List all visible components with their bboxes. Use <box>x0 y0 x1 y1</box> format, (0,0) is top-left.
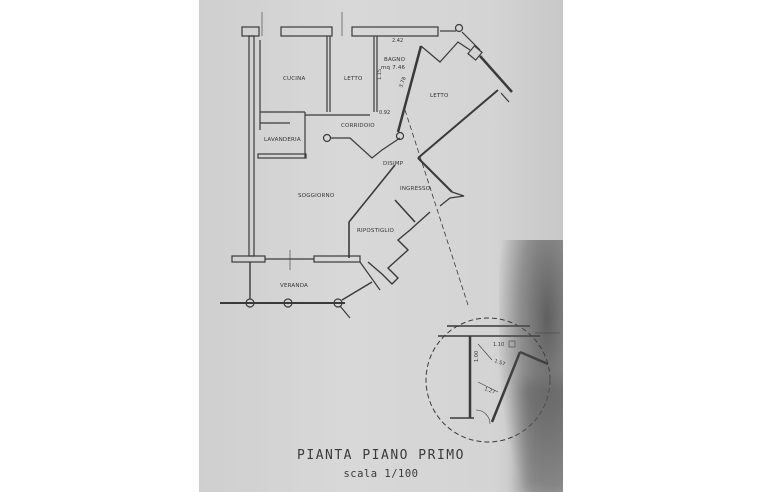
plan-title: PIANTA PIANO PRIMO <box>297 448 465 463</box>
dimension-label: 1.00 <box>474 351 480 362</box>
room-label-bagno: BAGNO <box>384 57 406 63</box>
room-label-letto-2: LETTO <box>430 93 449 99</box>
room-label-letto: LETTO <box>344 76 363 82</box>
wall-segment <box>241 26 260 37</box>
room-label-lavanderia: LAVANDERIA <box>264 137 301 143</box>
bagno-area: mq 7.46 <box>381 65 406 71</box>
floor-plan-sheet: CUCINA LETTO BAGNO mq 7.46 LETTO CORRIDO… <box>199 0 563 492</box>
room-label-soggiorno: SOGGIORNO <box>298 193 335 199</box>
plan-scale: scala 1/100 <box>343 468 419 480</box>
room-label-ripostiglio: RIPOSTIGLIO <box>357 228 395 234</box>
dimension-label: 1.10 <box>493 342 504 348</box>
room-label-cucina: CUCINA <box>283 76 305 82</box>
photo-shadow <box>519 380 563 492</box>
room-label-veranda: VERANDA <box>280 283 308 289</box>
room-label-disimp: DISIMP <box>383 161 404 167</box>
dimension-label: 3.78 <box>398 76 407 89</box>
room-label-corridoio: CORRIDOIO <box>341 123 375 129</box>
dimension-label: 1.15 <box>377 69 383 80</box>
dimension-label: 0.92 <box>379 110 390 116</box>
dimension-label: 2.42 <box>392 38 403 44</box>
dimension-label: 1.27 <box>483 386 496 395</box>
room-label-ingresso: INGRESSO <box>400 186 431 192</box>
